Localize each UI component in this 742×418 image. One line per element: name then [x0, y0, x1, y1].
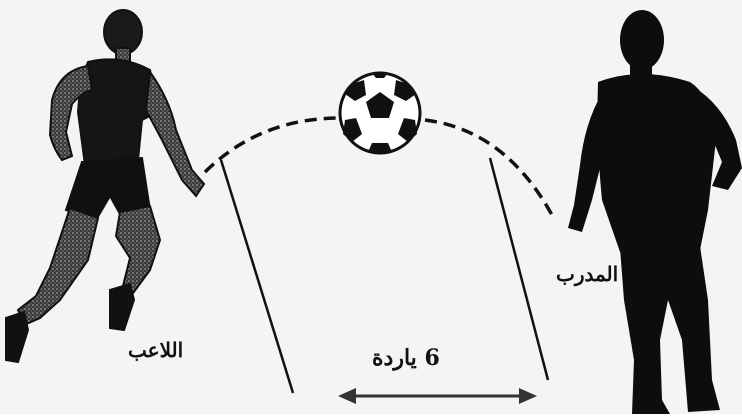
soccer-ball [340, 73, 420, 153]
player-label: اللاعب [128, 338, 183, 362]
distance-label: 6 ياردة [372, 345, 440, 371]
coach-label: المدرب [556, 262, 618, 286]
